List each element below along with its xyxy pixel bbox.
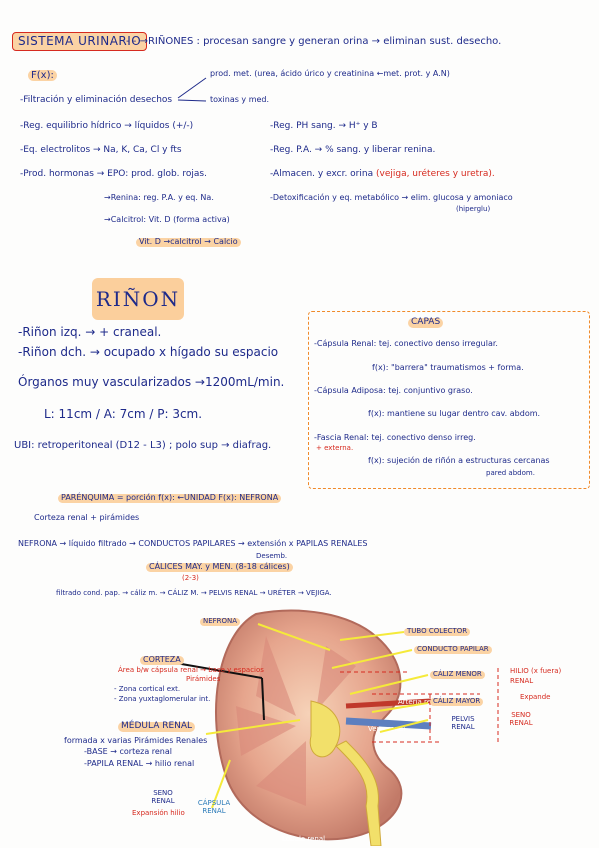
fascia-fx: f(x): sujeción de riñón a estructuras ce… bbox=[368, 456, 550, 465]
fascia-text: -Fascia Renal: tej. conectivo denso irre… bbox=[314, 433, 476, 442]
label-caliz-menor: CÁLIZ MENOR bbox=[430, 670, 485, 679]
renina-text: →Renina: reg. P.A. y eq. Na. bbox=[104, 193, 214, 202]
rinon-izq: -Riñon izq. → + craneal. bbox=[18, 325, 162, 339]
label-expande: Expande bbox=[520, 693, 551, 701]
detox-text: -Detoxificación y eq. metabólico → elim.… bbox=[270, 193, 513, 202]
corteza-sub1b: Pirámides bbox=[186, 675, 221, 683]
prod-met-text: prod. met. (urea, ácido úrico y creatini… bbox=[210, 69, 450, 78]
eq-electrolitos-text: -Eq. electrolitos → Na, K, Ca, Cl y fts bbox=[20, 145, 182, 155]
fascia-red: + externa. bbox=[316, 444, 354, 452]
lobulo-label: Lóbulo renal bbox=[282, 835, 326, 843]
fx-heading: F(x): bbox=[28, 70, 57, 81]
flujo-line1: NEFRONA → líquido filtrado → CONDUCTOS P… bbox=[18, 539, 368, 548]
toxinas-text: toxinas y med. bbox=[210, 95, 270, 104]
label-seno: SENO RENAL bbox=[151, 789, 175, 805]
medula-sub1: formada x varias Pirámides Renales bbox=[64, 736, 208, 745]
label-seno-red: Expansión hilio bbox=[132, 809, 185, 817]
label-hilio: HILIO (x fuera) bbox=[510, 667, 562, 675]
flujo-desemb: Desemb. bbox=[256, 552, 288, 560]
arteria-label: Arteria renal bbox=[398, 698, 442, 706]
medidas-text: L: 11cm / A: 7cm / P: 3cm. bbox=[44, 407, 203, 421]
page-title: SISTEMA URINARIO bbox=[12, 32, 148, 52]
rinones-intro: - - →RIÑONES : procesan sangre y generan… bbox=[126, 36, 502, 47]
capas-box bbox=[308, 311, 590, 489]
label-nefrona: NEFRONA bbox=[200, 617, 241, 626]
vena-label: Vena renal bbox=[368, 725, 406, 733]
reg-ph-text: -Reg. PH sang. → H⁺ y B bbox=[270, 121, 378, 131]
label-tubo-colector: TUBO COLECTOR bbox=[404, 627, 471, 636]
capsula-adiposa-fx: f(x): mantiene su lugar dentro cav. abdo… bbox=[368, 409, 541, 418]
label-seno-right: SENO RENAL bbox=[509, 711, 533, 727]
corteza-sub3: - Zona yuxtaglomerular int. bbox=[114, 695, 211, 703]
label-pelvis-renal: PELVIS RENAL bbox=[451, 715, 475, 731]
capsula-adiposa-text: -Cápsula Adiposa: tej. conjuntivo graso. bbox=[314, 386, 473, 395]
corteza-sub2: - Zona cortical ext. bbox=[114, 685, 181, 693]
rinon-dch: -Riñon dch. → ocupado x hígado su espaci… bbox=[18, 345, 279, 359]
ubi-text: UBI: retroperitoneal (D12 - L3) ; polo s… bbox=[14, 440, 272, 451]
reg-pa-text: -Reg. P.A. → % sang. y liberar renina. bbox=[270, 145, 436, 155]
organos-text: Órganos muy vascularizados →1200mL/min. bbox=[18, 375, 285, 389]
calices-text: CÁLICES MAY. y MEN. (8-18 cálices) bbox=[146, 562, 293, 572]
hiperglu-text: (hiperglu) bbox=[456, 205, 491, 213]
capas-title: CAPAS bbox=[408, 317, 444, 328]
capsula-renal-fx: f(x): "barrera" traumatismos + forma. bbox=[372, 363, 524, 372]
label-caliz-mayor: CÁLIZ MAYOR bbox=[430, 697, 484, 706]
prod-hormonas-text: -Prod. hormonas → EPO: prod. glob. rojas… bbox=[20, 169, 207, 179]
rinon-title: RIÑON bbox=[92, 278, 184, 320]
label-hilio-renal: RENAL bbox=[510, 677, 534, 685]
calices-num: (2-3) bbox=[182, 574, 199, 582]
medula-sub2: -BASE → corteza renal bbox=[84, 747, 172, 756]
corteza-sub1: Área b/w cápsula renal → base y espacios bbox=[118, 666, 264, 674]
label-corteza: CORTEZA bbox=[140, 655, 184, 665]
medula-sub3: -PAPILA RENAL → hilio renal bbox=[84, 759, 195, 768]
label-conducto-papilar: CONDUCTO PAPILAR bbox=[414, 645, 492, 654]
fascia-fx2: pared abdom. bbox=[486, 469, 535, 477]
label-capsula: CÁPSULA RENAL bbox=[197, 799, 231, 815]
flujo-line2: filtrado cond. pap. → cáliz m. → CÁLIZ M… bbox=[56, 589, 332, 597]
label-medula: MÉDULA RENAL bbox=[118, 721, 196, 732]
parenquima-line: PARÉNQUIMA = porción f(x): ←UNIDAD F(x):… bbox=[58, 493, 282, 503]
parenquima-sub: Corteza renal + pirámides bbox=[34, 513, 140, 522]
filtracion-text: -Filtración y eliminación desechos bbox=[20, 95, 173, 105]
almacen-text: -Almacen. y excr. orina (vejiga, urétere… bbox=[270, 169, 495, 179]
vit-d-text: Vit. D →calcitrol → Calcio bbox=[136, 237, 241, 247]
calcitrol-text: →Calcitrol: Vit. D (forma activa) bbox=[104, 215, 230, 224]
reg-hidrico-text: -Reg. equilibrio hídrico → líquidos (+/-… bbox=[20, 121, 194, 131]
capsula-renal-text: -Cápsula Renal: tej. conectivo denso irr… bbox=[314, 339, 498, 348]
